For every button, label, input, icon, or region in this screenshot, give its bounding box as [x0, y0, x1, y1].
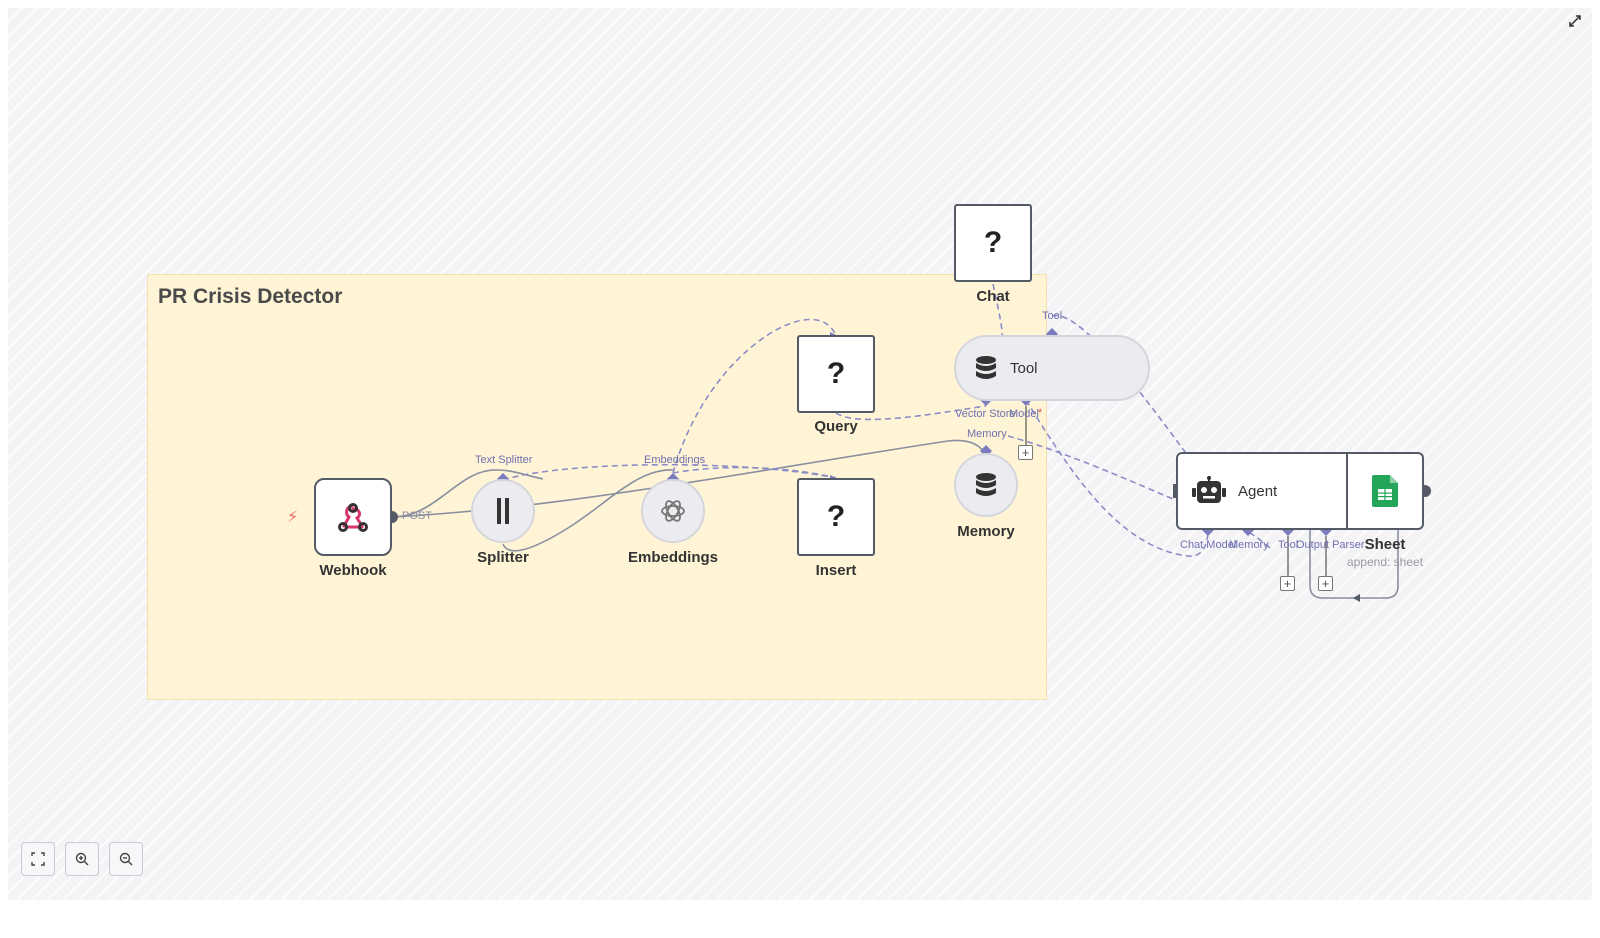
webhook-node[interactable]	[314, 478, 392, 556]
insert-node[interactable]: ?	[797, 478, 875, 556]
add-output-parser-button[interactable]: +	[1318, 576, 1333, 591]
fullscreen-icon[interactable]	[1568, 14, 1582, 31]
agent-memory-label: Memory	[1229, 539, 1269, 551]
google-sheets-icon	[1372, 475, 1398, 507]
webhook-output-label: POST	[402, 510, 432, 522]
chat-label: Chat	[976, 288, 1010, 305]
memory-node[interactable]	[954, 453, 1018, 517]
agent-node[interactable]: Agent	[1176, 452, 1348, 530]
database-icon	[976, 356, 996, 379]
embeddings-label: Embeddings	[627, 549, 719, 566]
webhook-label: Webhook	[319, 562, 387, 579]
sticky-note-title: PR Crisis Detector	[158, 285, 343, 308]
query-label: Query	[814, 418, 858, 435]
unknown-node-icon: ?	[826, 357, 846, 390]
edge-embeddings-to-query	[672, 318, 837, 474]
chat-node[interactable]: ?	[954, 204, 1032, 282]
robot-icon	[1192, 476, 1226, 503]
memory-port-label: Memory	[967, 428, 1007, 440]
tool-port-top-label: Tool	[1042, 310, 1063, 322]
unknown-node-icon: ?	[983, 226, 1003, 259]
fit-view-icon	[31, 852, 45, 866]
add-model-button[interactable]: +	[1018, 445, 1033, 460]
splitter-node[interactable]	[471, 479, 535, 543]
webhook-icon	[338, 503, 368, 532]
edge-splitter-to-insert	[502, 463, 837, 481]
edge-query-to-tool-vector	[835, 405, 987, 421]
workflow-canvas[interactable]: PR Crisis Detector	[8, 8, 1592, 900]
edge-model-to-agent	[1025, 399, 1209, 557]
trigger-bolt-icon: ⚡	[287, 509, 299, 526]
tool-model-required-mark: *	[1038, 407, 1043, 419]
embeddings-port-label: Embeddings	[644, 454, 706, 466]
edge-splitter-to-embeddings	[502, 469, 674, 552]
tool-model-label: Model	[1009, 408, 1039, 420]
zoom-out-button[interactable]	[109, 842, 143, 876]
query-node[interactable]: ?	[797, 335, 875, 413]
sheet-label: Sheet	[1364, 536, 1406, 553]
database-icon	[976, 473, 996, 496]
splitter-icon	[497, 498, 509, 524]
zoom-in-icon	[75, 852, 89, 866]
zoom-in-button[interactable]	[65, 842, 99, 876]
openai-icon	[661, 500, 685, 522]
agent-label: Agent	[1238, 482, 1278, 500]
agent-tool-label: Tool	[1278, 539, 1299, 551]
tool-node[interactable]: Tool	[954, 335, 1150, 401]
memory-label: Memory	[957, 523, 1015, 540]
splitter-label: Splitter	[477, 549, 529, 566]
agent-output-parser-label: Output Parser	[1296, 539, 1365, 551]
zoom-out-icon	[119, 852, 133, 866]
unknown-node-icon: ?	[826, 500, 846, 533]
embeddings-node[interactable]	[641, 479, 705, 543]
sheet-node[interactable]	[1346, 452, 1424, 530]
add-tool-button[interactable]: +	[1280, 576, 1295, 591]
sticky-note[interactable]: PR Crisis Detector	[147, 274, 1047, 700]
insert-label: Insert	[815, 562, 857, 579]
agent-chat-model-label: Chat Model	[1180, 539, 1237, 551]
splitter-port-label: Text Splitter	[475, 454, 533, 466]
tool-label: Tool	[1010, 359, 1038, 377]
tool-vector-store-label: Vector Store	[955, 408, 1016, 420]
fit-view-button[interactable]	[21, 842, 55, 876]
sheet-subtitle: append: sheet	[1346, 555, 1424, 569]
